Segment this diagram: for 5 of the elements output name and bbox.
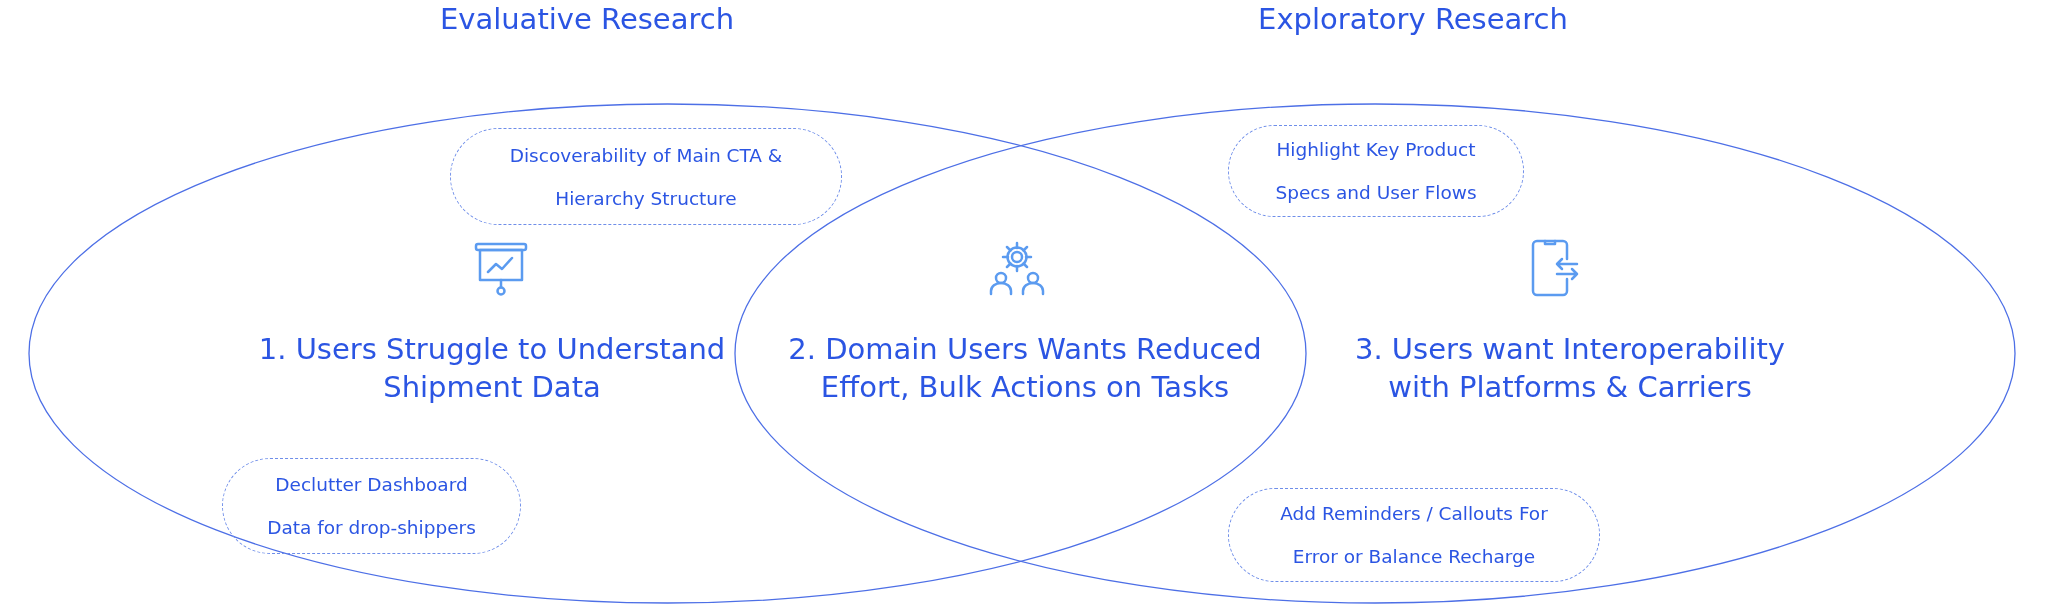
section-heading: Exploratory Research	[1257, 2, 1569, 36]
finding-title: 3. Users want Interoperability with Platforms & Carriers	[1354, 331, 1786, 406]
section-heading: Evaluative Research	[438, 2, 736, 36]
finding-title: 2. Domain Users Wants Reduced Effort, Bulk Actions on Tasks	[787, 331, 1263, 406]
finding-title: 1. Users Struggle to Understand Shipment Data	[257, 331, 727, 406]
